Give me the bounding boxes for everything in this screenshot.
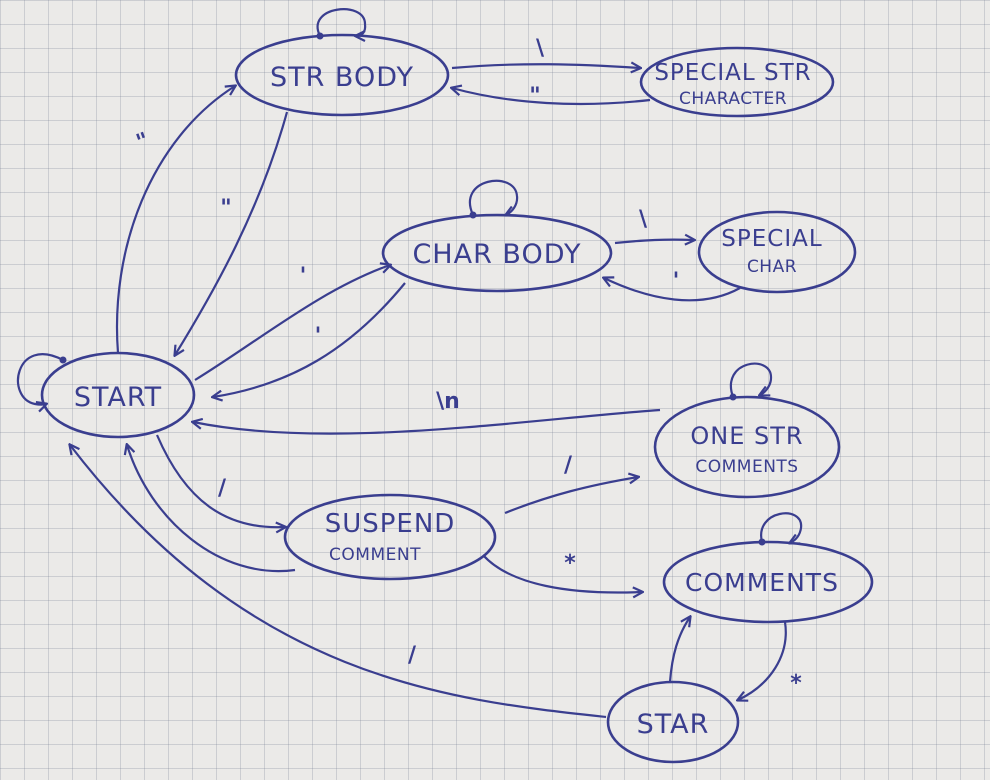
edge-special-char-to-char-body [604,278,741,302]
state-char-body-label: CHAR BODY [412,239,581,270]
state-special-str-character: SPECIAL STR CHARACTER [639,46,835,118]
edge-star-to-comments [668,617,690,683]
state-one-str-comments: ONE STR COMMENTS [653,395,841,499]
label-start-to-suspend: / [218,476,227,501]
state-special-char-label-1: SPECIAL [721,226,822,252]
state-suspend-comment: SUSPEND COMMENT [283,493,497,581]
edge-str-body-to-start [175,111,289,355]
label-suspend-to-comments: * [564,551,576,576]
edge-char-body-to-special-char [614,240,694,243]
edge-start-to-char-body [194,265,390,381]
loop-str-body [316,8,367,36]
edge-start-to-str-body [116,86,235,354]
edge-special-str-to-str-body [452,88,651,106]
edge-str-body-to-special-str [451,64,640,68]
label-star-to-start: / [408,643,417,668]
edge-char-body-to-start [213,282,406,397]
state-str-body-label: STR BODY [270,62,414,93]
state-special-char-label-2: CHAR [747,257,797,277]
edge-suspend-to-one-str [504,477,638,515]
state-char-body: CHAR BODY [381,213,613,293]
label-start-to-char-body: ' [300,264,307,289]
loop-char-body-start-dot [469,211,477,219]
state-start-label: START [74,382,162,413]
state-one-str-label-2: COMMENTS [695,457,798,477]
state-start: START [40,351,196,439]
edge-start-to-suspend [155,434,285,527]
edge-one-str-to-start [193,408,661,435]
label-char-body-to-special-char: \ [639,207,648,232]
label-special-char-to-char-body: ' [673,269,680,294]
state-suspend-label-2: COMMENT [329,545,421,565]
edge-suspend-to-comments [482,554,642,593]
label-str-body-to-start: " [220,196,231,221]
state-comments: COMMENTS [662,540,874,624]
state-special-str-label-1: SPECIAL STR [654,60,811,86]
state-special-str-label-2: CHARACTER [679,89,787,109]
label-char-body-to-start: ' [315,324,322,349]
edge-suspend-to-start [127,445,296,573]
loop-one-str [729,362,773,398]
loop-start-start-dot [59,356,67,364]
state-special-char: SPECIAL CHAR [697,210,857,294]
state-star-label: STAR [637,709,710,740]
state-str-body: STR BODY [234,33,450,117]
label-special-str-to-str-body: " [529,84,540,109]
loop-char-body [469,179,519,215]
state-comments-label: COMMENTS [685,568,839,597]
loop-one-str-start-dot [729,393,737,401]
state-suspend-label-1: SUSPEND [325,509,456,539]
loop-str-body-start-dot [316,32,324,40]
label-start-to-str-body: " [133,128,152,155]
edge-star-to-start [70,445,607,719]
label-suspend-to-one-str: / [564,453,573,478]
state-one-str-label-1: ONE STR [690,422,803,450]
loop-comments [760,512,803,543]
loop-comments-start-dot [758,538,766,546]
label-one-str-to-start: \n [436,389,460,414]
state-star: STAR [606,680,740,764]
label-comments-to-star: * [790,671,802,696]
edge-comments-to-star [738,621,787,700]
label-str-body-to-special-str: \ [536,36,545,61]
loop-start [16,353,64,405]
